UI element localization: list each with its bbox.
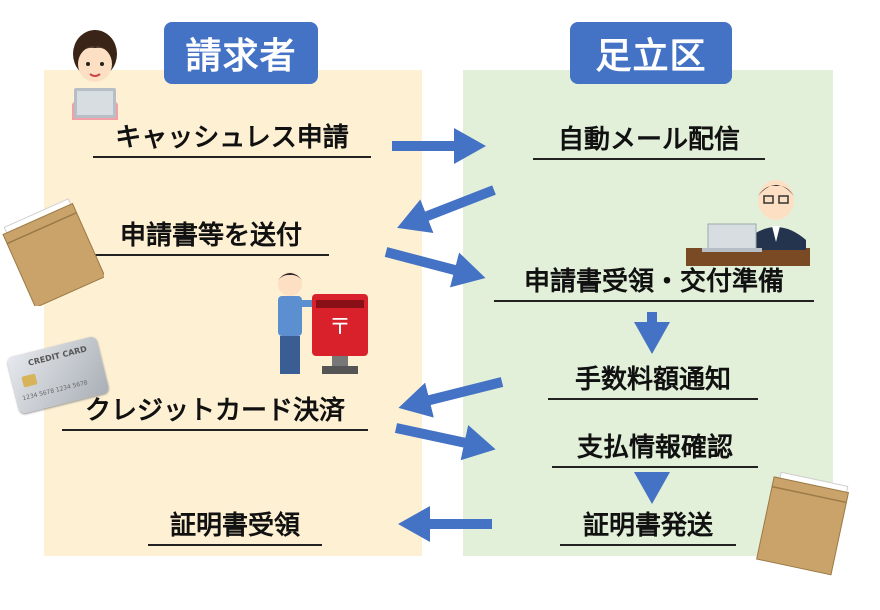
step-auto-email: 自動メール配信: [533, 122, 765, 160]
arrow-fee-to-payment: [398, 377, 504, 418]
step-credit-card-payment: クレジットカード決済: [62, 393, 368, 431]
envelope-icon: [2, 198, 104, 306]
card-brand: CREDIT CARD: [27, 344, 88, 368]
adachi-header: 足立区: [570, 22, 732, 84]
step-cashless-application: キャッシュレス申請: [93, 120, 371, 158]
step-receive-certificate: 証明書受領: [148, 508, 322, 546]
step-fee-notice: 手数料額通知: [548, 362, 758, 400]
envelope-icon: [756, 471, 850, 576]
card-body: CREDIT CARD 1234 5678 1234 5678: [6, 335, 110, 415]
step-receive-application: 申請書受領・交付準備: [494, 264, 814, 302]
arrow-payment-to-check: [394, 423, 496, 461]
requester-header: 請求者: [164, 22, 318, 84]
woman-laptop-icon: [72, 30, 118, 120]
postbox-person-icon: 〒: [278, 272, 368, 374]
step-payment-check: 支払情報確認: [552, 430, 758, 468]
credit-card-icon: CREDIT CARD 1234 5678 1234 5678: [6, 335, 112, 418]
man-laptop-icon: [686, 180, 810, 266]
step-send-documents: 申請書等を送付: [93, 218, 329, 256]
svg-text:〒: 〒: [329, 315, 351, 340]
arrow-send-to-receive: [384, 247, 486, 288]
chip-icon: [21, 373, 38, 388]
arrow-email-to-send: [397, 185, 496, 233]
step-ship-certificate: 証明書発送: [560, 508, 736, 546]
